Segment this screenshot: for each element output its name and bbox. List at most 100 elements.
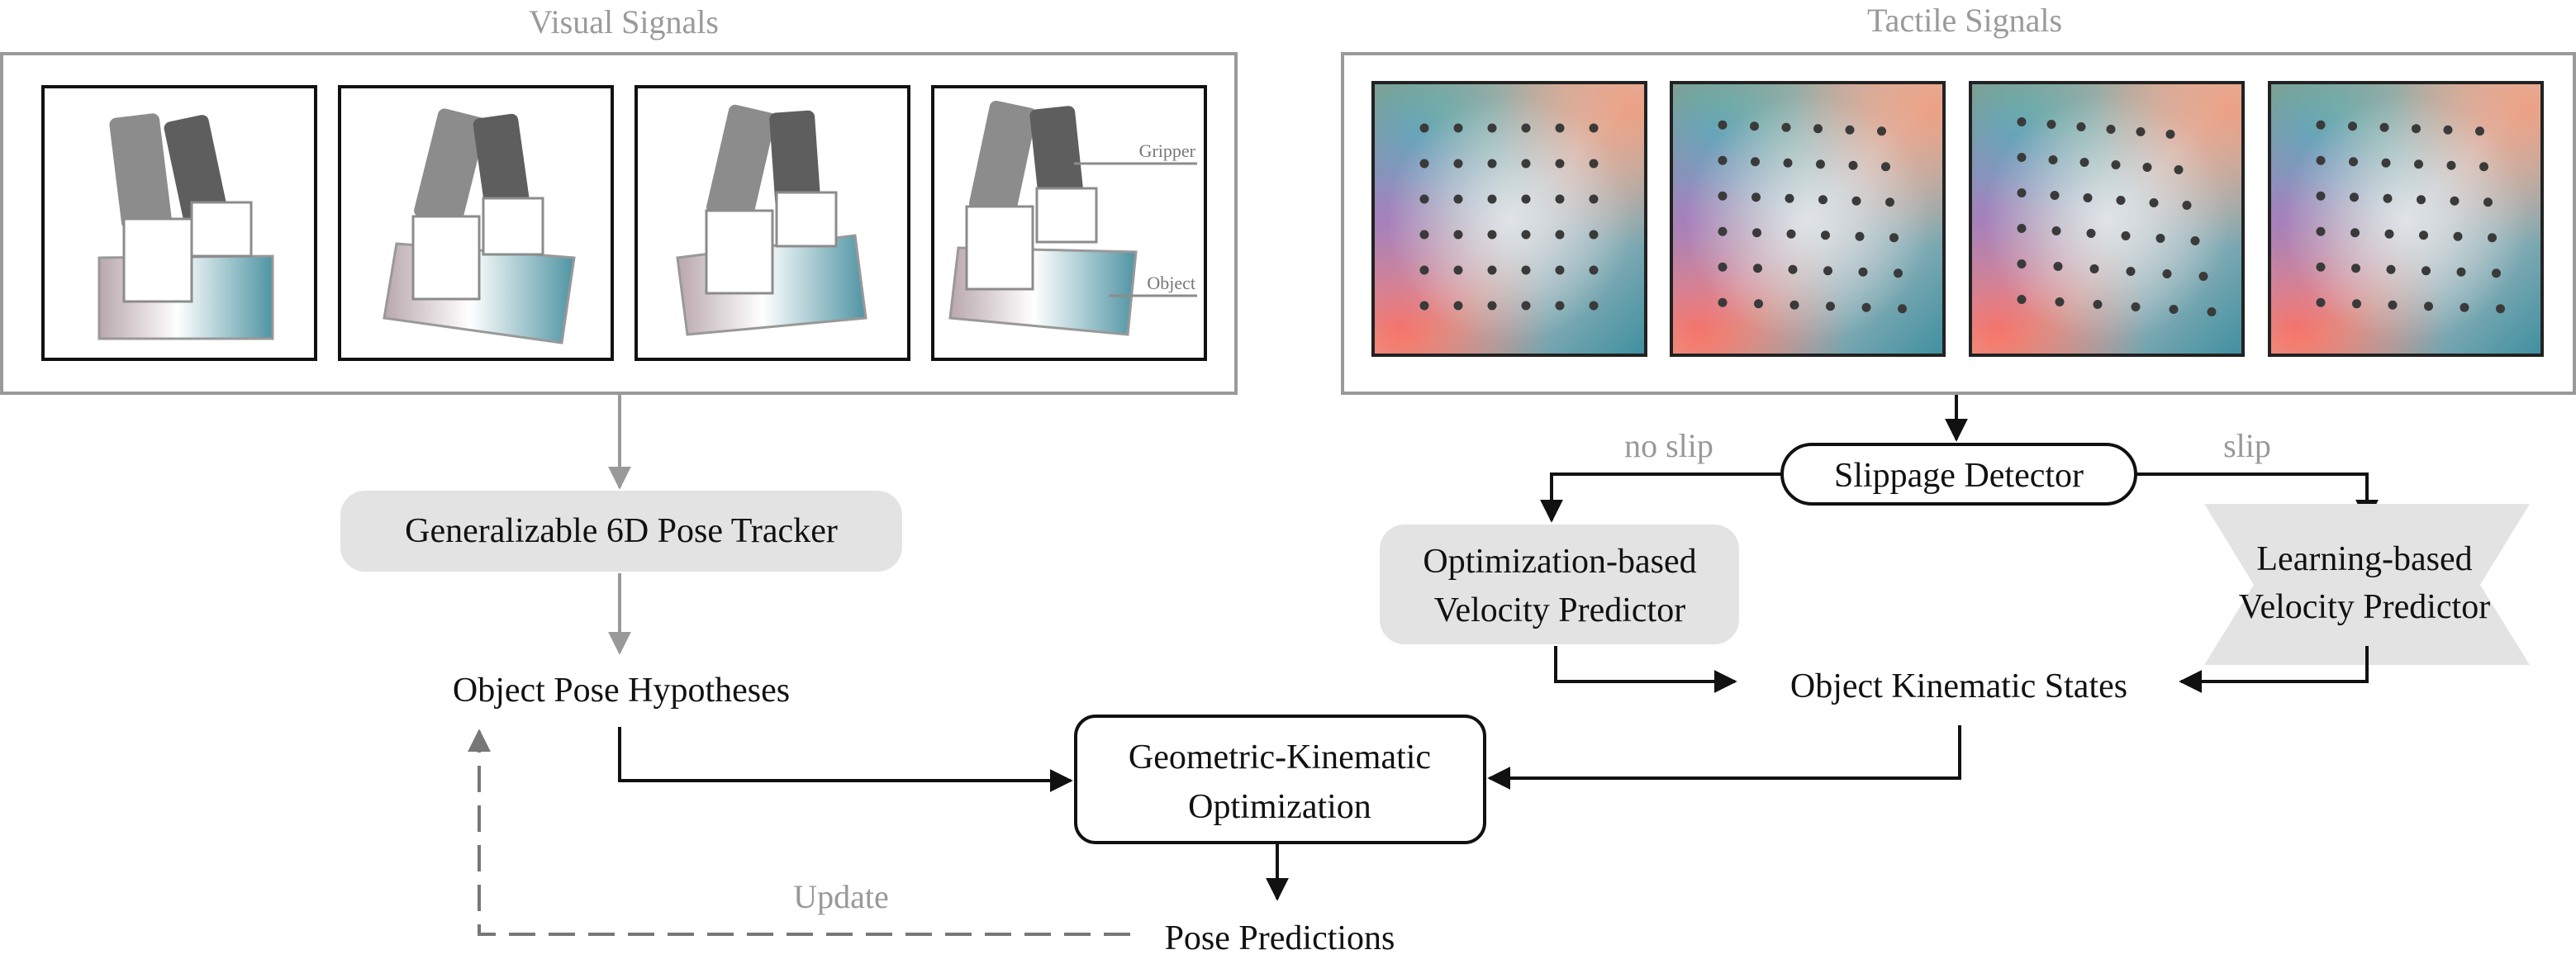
marker-dot bbox=[2424, 302, 2433, 311]
marker-dot bbox=[2017, 153, 2027, 162]
marker-dot bbox=[1845, 125, 1855, 135]
update-feedback-arrow bbox=[468, 729, 1130, 936]
marker-dot bbox=[1487, 301, 1497, 311]
marker-dot bbox=[2155, 234, 2165, 243]
marker-dot bbox=[1885, 197, 1894, 207]
marker-dot bbox=[2492, 268, 2501, 278]
marker-dot bbox=[2446, 160, 2456, 170]
tactile-signals-title: Tactile Signals bbox=[1867, 2, 2062, 39]
marker-dot bbox=[1555, 159, 1565, 169]
marker-dot bbox=[1521, 194, 1531, 204]
marker-dot bbox=[1818, 195, 1827, 205]
marker-dot bbox=[1521, 301, 1531, 311]
marker-dot bbox=[2131, 302, 2141, 311]
marker-dot bbox=[2414, 159, 2423, 169]
marker-dot bbox=[1589, 301, 1599, 311]
marker-dot bbox=[1555, 123, 1565, 133]
marker-dot bbox=[1881, 162, 1890, 172]
marker-dot bbox=[1816, 159, 1825, 169]
arrow-detector-no-slip bbox=[1540, 473, 1782, 523]
marker-dot bbox=[2348, 121, 2357, 131]
marker-dot bbox=[2126, 267, 2136, 276]
marker-dot bbox=[2388, 300, 2398, 310]
marker-dot bbox=[1453, 301, 1463, 311]
visual-frame-1 bbox=[41, 85, 317, 361]
marker-dot bbox=[1753, 264, 1762, 273]
marker-dot bbox=[1783, 158, 1793, 168]
marker-dot bbox=[1855, 231, 1865, 241]
marker-dot bbox=[2162, 269, 2172, 278]
pose-hypotheses-label: Object Pose Hypotheses bbox=[453, 672, 790, 710]
marker-dot bbox=[1521, 265, 1531, 275]
marker-dot bbox=[1718, 262, 1728, 272]
visual-frame-4: Gripper Object bbox=[931, 85, 1207, 361]
optimization-predictor-line1: Optimization-based bbox=[1423, 543, 1696, 581]
marker-dot bbox=[2316, 120, 2326, 130]
marker-dot bbox=[2417, 195, 2426, 205]
marker-dot bbox=[2165, 130, 2175, 139]
marker-dot bbox=[1861, 302, 1871, 312]
marker-dot bbox=[2089, 264, 2099, 273]
marker-dot bbox=[1521, 159, 1531, 169]
marker-dot bbox=[2384, 229, 2394, 239]
marker-dot bbox=[2142, 163, 2152, 172]
marker-dot bbox=[1453, 230, 1463, 240]
marker-dot bbox=[2086, 229, 2096, 238]
marker-dot bbox=[1419, 230, 1429, 240]
marker-dot bbox=[2116, 196, 2126, 205]
marker-dot bbox=[2149, 198, 2159, 207]
marker-dot bbox=[1487, 123, 1497, 133]
visual-signals-panel bbox=[0, 52, 1238, 395]
gripper-label: Gripper bbox=[1139, 140, 1196, 161]
marker-dot bbox=[2350, 192, 2359, 202]
marker-dot bbox=[2190, 236, 2200, 245]
marker-dot bbox=[1718, 155, 1728, 165]
visual-signals-title: Visual Signals bbox=[529, 3, 719, 40]
kinematic-states-label: Object Kinematic States bbox=[1790, 667, 2127, 705]
marker-dot bbox=[2106, 125, 2116, 134]
marker-dot bbox=[1453, 265, 1463, 275]
marker-dot bbox=[2017, 224, 2027, 233]
update-label: Update bbox=[793, 878, 889, 915]
marker-dot bbox=[2351, 264, 2360, 273]
learning-predictor-line1: Learning-based bbox=[2256, 540, 2472, 578]
marker-dot bbox=[2050, 191, 2060, 200]
marker-dot bbox=[2051, 226, 2061, 235]
marker-dot bbox=[1877, 126, 1886, 136]
marker-dot bbox=[1823, 266, 1832, 276]
marker-dot bbox=[1589, 265, 1599, 275]
marker-dot bbox=[1555, 230, 1565, 240]
marker-dot bbox=[2079, 158, 2089, 167]
tactile-frames bbox=[1371, 81, 2544, 357]
marker-dot bbox=[1718, 191, 1728, 201]
learning-predictor-line2: Velocity Predictor bbox=[2239, 588, 2490, 626]
marker-dot bbox=[2017, 259, 2027, 268]
marker-dot bbox=[2479, 162, 2488, 172]
marker-dot bbox=[2379, 122, 2389, 132]
slip-label: slip bbox=[2223, 427, 2271, 464]
marker-dot bbox=[2419, 230, 2428, 240]
marker-dot bbox=[1826, 302, 1835, 311]
marker-dot bbox=[1487, 230, 1497, 240]
marker-dot bbox=[1789, 300, 1799, 310]
optimization-predictor-box bbox=[1380, 525, 1739, 644]
marker-dot bbox=[1754, 299, 1763, 309]
marker-dot bbox=[1718, 226, 1728, 236]
no-slip-label: no slip bbox=[1624, 427, 1713, 464]
marker-dot bbox=[1751, 192, 1761, 202]
marker-dot bbox=[1752, 228, 1761, 238]
marker-dot bbox=[1750, 121, 1759, 131]
marker-dot bbox=[2048, 155, 2058, 164]
marker-dot bbox=[1718, 120, 1728, 130]
marker-dot bbox=[2450, 196, 2460, 206]
marker-dot bbox=[1419, 301, 1429, 311]
tactile-frame-3 bbox=[1969, 81, 2245, 357]
marker-dot bbox=[2453, 231, 2463, 241]
marker-dot bbox=[1786, 229, 1796, 239]
marker-dot bbox=[1889, 233, 1899, 243]
marker-dot bbox=[2017, 295, 2027, 304]
tactile-frame-2 bbox=[1670, 81, 1946, 357]
marker-dot bbox=[2017, 188, 2027, 197]
marker-dot bbox=[1751, 157, 1760, 167]
tactile-frame-1 bbox=[1371, 81, 1647, 357]
